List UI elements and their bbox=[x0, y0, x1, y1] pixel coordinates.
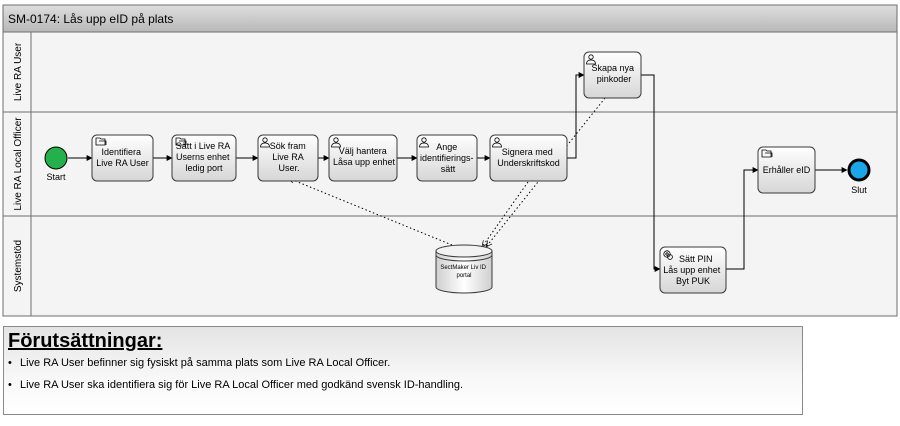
start-event[interactable] bbox=[44, 146, 68, 170]
end-label: Slut bbox=[851, 185, 867, 195]
task-satt-pin[interactable]: Sätt PIN Lås upp enhet Byt PUK bbox=[659, 246, 727, 294]
task-label: Sätt i Live RA Userns enhet ledig port bbox=[176, 141, 233, 173]
task-identifiera[interactable]: Identifiera Live RA User bbox=[91, 134, 154, 182]
task-skapa-pinkoder[interactable]: Skapa nya pinkoder bbox=[583, 51, 642, 99]
preconditions-panel: Förutsättningar: Live RA User befinner s… bbox=[3, 326, 803, 415]
lane-label-user: Live RA User bbox=[13, 42, 24, 101]
end-event[interactable] bbox=[847, 158, 871, 182]
lane-label-system: Systemstöd bbox=[13, 240, 24, 292]
task-label: Signera med Underskriftskod bbox=[497, 147, 560, 168]
user-task-icon bbox=[331, 137, 341, 148]
user-task-icon bbox=[419, 137, 429, 148]
task-sok-fram[interactable]: Sök fram Live RA User. bbox=[257, 134, 319, 182]
preconditions-title: Förutsättningar: bbox=[8, 330, 163, 352]
task-ange[interactable]: Ange identifierings- sätt bbox=[416, 134, 478, 182]
user-task-icon bbox=[492, 137, 502, 148]
task-label: Sök fram Live RA User. bbox=[270, 141, 309, 173]
manual-task-icon bbox=[175, 137, 187, 146]
datastore-label: SectMaker Liv ID portal bbox=[440, 265, 487, 279]
start-label: Start bbox=[46, 172, 66, 182]
pool-header bbox=[2, 4, 898, 33]
task-erhaller-eid[interactable]: Erhåller eID bbox=[757, 146, 816, 194]
task-label: Identifiera Live RA User bbox=[96, 147, 149, 168]
precondition-item: Live RA User befinner sig fysiskt på sam… bbox=[8, 356, 463, 378]
preconditions-list: Live RA User befinner sig fysiskt på sam… bbox=[8, 356, 463, 400]
datastore-sectmaker-portal[interactable]: SectMaker Liv ID portal bbox=[435, 244, 493, 294]
data-associations bbox=[288, 97, 606, 247]
task-label: Välj hantera Låsa upp enhet bbox=[333, 146, 396, 167]
user-task-icon bbox=[586, 54, 596, 65]
task-label: Erhåller eID bbox=[763, 165, 811, 175]
task-signera[interactable]: Signera med Underskriftskod bbox=[489, 134, 568, 182]
task-label: Sätt PIN Lås upp enhet Byt PUK bbox=[663, 254, 723, 286]
diagram-title: SM-0174: Lås upp eID på plats bbox=[8, 12, 173, 26]
service-task-icon bbox=[663, 250, 673, 260]
task-label: Skapa nya pinkoder bbox=[591, 63, 636, 84]
sequence-flows bbox=[68, 72, 848, 272]
precondition-item: Live RA User ska identifiera sig för Liv… bbox=[8, 378, 463, 400]
task-satt-i[interactable]: Sätt i Live RA Userns enhet ledig port bbox=[171, 134, 237, 182]
manual-task-icon bbox=[95, 137, 107, 146]
lane-label-officer: Live RA Local Officer bbox=[13, 117, 24, 211]
manual-task-icon bbox=[761, 149, 773, 158]
user-task-icon bbox=[260, 137, 270, 148]
task-valj-hantera[interactable]: Välj hantera Låsa upp enhet bbox=[328, 134, 398, 182]
task-label: Ange identifierings- sätt bbox=[420, 142, 476, 174]
